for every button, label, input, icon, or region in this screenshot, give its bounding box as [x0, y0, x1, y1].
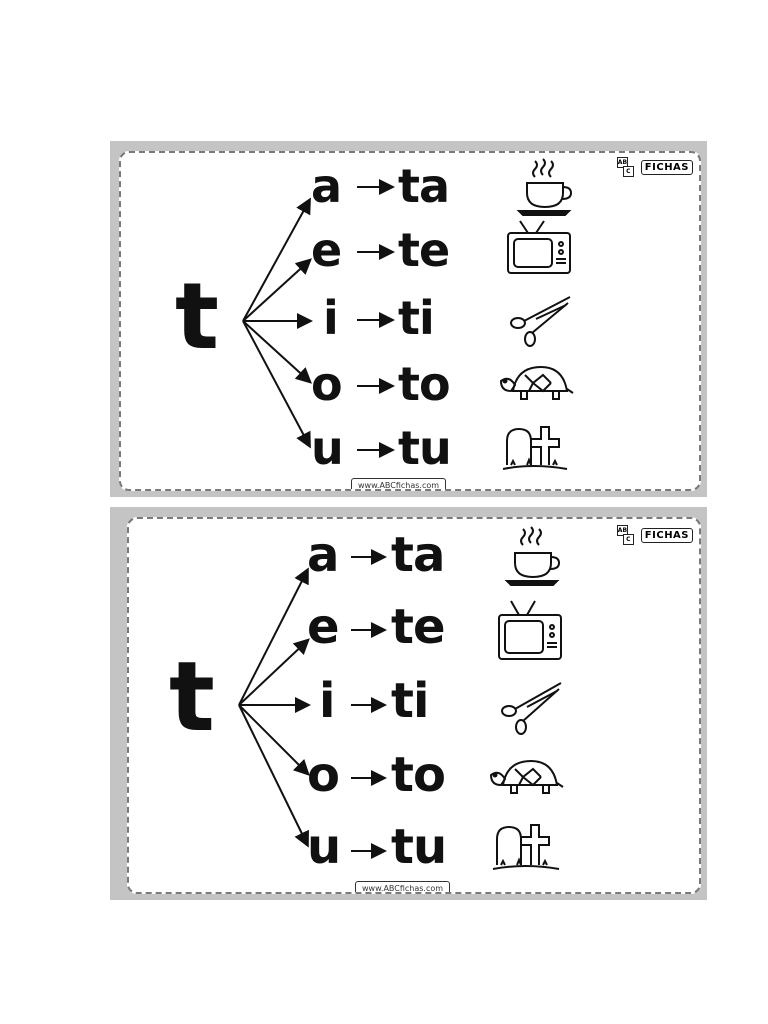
card-inner-1: t a e i o u ta te ti to tu — [119, 151, 701, 491]
arrows-1 — [242, 179, 395, 458]
coffee-cup-icon — [504, 526, 561, 586]
logo-block-ab: AB — [616, 525, 628, 536]
syllable-card-2: t a e i o u ta te ti to tu — [110, 507, 707, 900]
syllable-to: to — [398, 357, 451, 411]
consonant-letter: t — [175, 263, 219, 370]
vowel-i: i — [323, 291, 339, 345]
consonant-letter: t — [169, 641, 215, 753]
vowel-e: e — [311, 223, 342, 277]
television-icon — [507, 220, 571, 274]
syllable-te: te — [398, 223, 450, 277]
logo-block-ab: AB — [616, 157, 628, 168]
syllable-ta: ta — [398, 159, 450, 213]
vowel-i: i — [319, 673, 335, 729]
syllable-ti: ti — [391, 673, 429, 729]
vowel-u: u — [307, 819, 341, 875]
syllable-ta: ta — [391, 527, 445, 583]
card-inner-2: t a e i o u ta te ti to tu — [127, 517, 701, 894]
scissors-icon — [510, 296, 571, 347]
website-footer: www.ABCfichas.com — [355, 881, 451, 892]
abcfichas-logo: AB C FICHAS — [616, 157, 693, 177]
syllable-ti: ti — [398, 291, 435, 345]
logo-word: FICHAS — [640, 159, 693, 175]
scissors-icon — [501, 682, 562, 735]
syllable-to: to — [391, 747, 446, 803]
arrows-2 — [238, 549, 387, 859]
vowel-u: u — [311, 421, 344, 475]
syllable-tu: tu — [398, 421, 452, 475]
coffee-cup-icon — [516, 158, 573, 216]
website-footer: www.ABCfichas.com — [351, 478, 447, 489]
vowel-a: a — [311, 159, 342, 213]
tombstone-icon — [502, 426, 568, 470]
logo-block-c: C — [622, 534, 634, 545]
vowel-e: e — [307, 599, 340, 655]
turtle-icon — [499, 365, 574, 400]
abc-blocks-icon: AB C — [616, 525, 639, 545]
vowel-o: o — [307, 747, 340, 803]
television-icon — [498, 600, 562, 660]
syllable-card-1: t a e i o u ta te ti to tu — [110, 141, 707, 497]
logo-block-c: C — [622, 166, 634, 177]
turtle-icon — [489, 759, 564, 794]
abc-blocks-icon: AB C — [616, 157, 639, 177]
syllable-tu: tu — [391, 819, 447, 875]
vowel-a: a — [307, 527, 339, 583]
syllable-te: te — [391, 599, 445, 655]
vowel-o: o — [311, 357, 343, 411]
logo-word: FICHAS — [640, 527, 693, 543]
tombstone-icon — [492, 824, 560, 870]
abcfichas-logo: AB C FICHAS — [616, 525, 693, 545]
